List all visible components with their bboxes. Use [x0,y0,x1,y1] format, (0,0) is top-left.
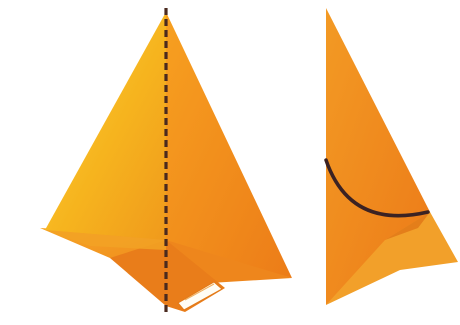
kite-left-face [45,12,166,240]
right-half-figure [326,8,458,305]
kite-right-face [166,12,292,278]
left-kite-figure [40,8,292,312]
